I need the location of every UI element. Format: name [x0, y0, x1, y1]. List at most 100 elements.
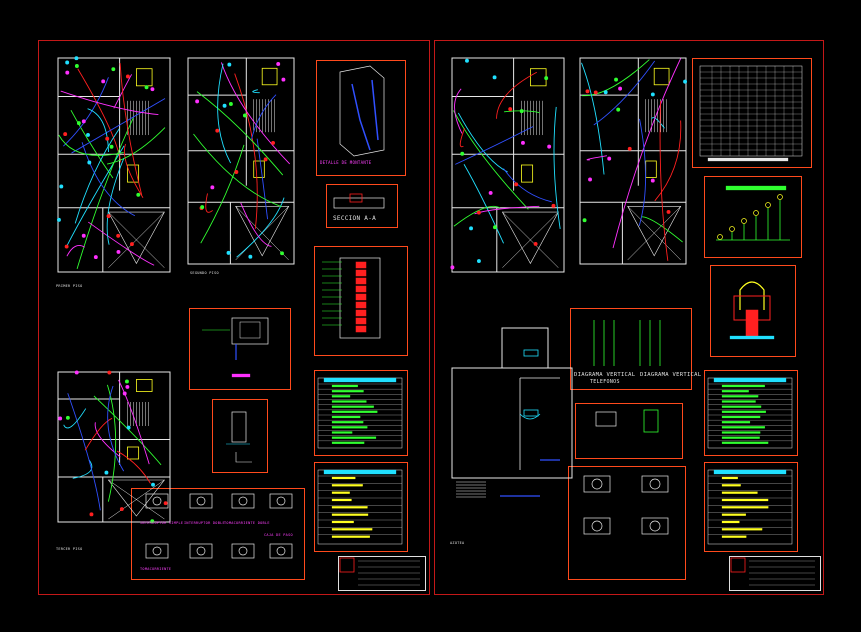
legend-table-2-cell — [721, 484, 741, 487]
plan-1-device — [86, 132, 90, 137]
plan-1-device — [56, 217, 61, 222]
plan-1-circuit — [123, 143, 144, 198]
pipe-stem — [745, 309, 759, 337]
outlet-label: TOMACORRIENTE DOBLE — [224, 521, 270, 525]
legend-table-cell — [331, 520, 354, 524]
plan-2-device — [222, 103, 227, 108]
device-symbol — [145, 543, 169, 559]
plan-1-device — [93, 255, 98, 260]
riser-block — [355, 285, 367, 293]
plan-2-device — [226, 250, 231, 255]
telephone-label: DIAGRAMA VERTICAL — [640, 372, 702, 378]
plan-3-door — [519, 413, 541, 420]
riser-block — [355, 261, 367, 269]
load-table-2-cell — [721, 441, 769, 444]
plan-6-device — [627, 146, 632, 151]
plan-1-circuit — [63, 77, 109, 147]
plan-4-device — [104, 470, 109, 475]
plan-1-device — [125, 74, 130, 79]
legend-table-cell — [331, 506, 368, 509]
plan-4-device — [65, 415, 70, 420]
load-table-2-cell — [721, 384, 765, 388]
legend-table-2-panel — [704, 462, 798, 552]
plan-1-circuit — [119, 63, 143, 196]
plan-6-table — [653, 67, 670, 86]
device-symbol-inner — [238, 496, 248, 506]
plan-1-void — [108, 211, 165, 268]
plan-4-device — [107, 370, 112, 375]
meter-label — [231, 373, 251, 378]
plan-1-circuit — [113, 74, 133, 109]
plan-4-device — [58, 416, 63, 421]
meter-inner — [239, 321, 261, 339]
plan-5-circuit — [454, 88, 463, 134]
plan-2-device — [271, 140, 276, 145]
load-table-cell — [331, 426, 368, 429]
device-symbol — [269, 543, 293, 559]
plan-5-furniture — [521, 164, 534, 183]
meter-box — [231, 317, 269, 345]
load-table-cell — [331, 405, 374, 408]
plan-4-outline — [57, 371, 171, 523]
section-shape — [333, 197, 385, 209]
riser-block — [355, 293, 367, 301]
plan-2-device — [276, 62, 281, 66]
plan-2-device — [228, 102, 233, 106]
load-table-2-cell — [721, 436, 760, 439]
plan-1-circuit — [66, 145, 125, 247]
plan-6-circuit — [581, 62, 605, 175]
plan-4-circuit — [94, 422, 121, 458]
device-symbol — [269, 493, 293, 509]
plan-6-device — [650, 92, 655, 97]
load-table-cell — [331, 431, 353, 434]
plan-4-circuit — [72, 459, 93, 479]
vertical-diagram-label: DIAGRAMA VERTICAL — [574, 372, 636, 378]
telephone-sub-label: TELEFONOS — [590, 379, 620, 385]
load-table-header — [323, 377, 397, 383]
riser-block — [355, 301, 367, 309]
plan-5-device — [460, 151, 465, 156]
plan-1-device — [59, 184, 64, 189]
phone-symbol — [583, 517, 611, 535]
device-symbol — [231, 543, 255, 559]
section-aa-panel — [326, 184, 398, 228]
plan-2-device — [210, 185, 215, 190]
plan-3-device — [523, 409, 539, 417]
plan-4-circuit — [63, 408, 87, 429]
plan-5-device — [492, 225, 497, 230]
plan-6-device — [588, 177, 592, 182]
plan-4-device — [126, 425, 131, 430]
plan-1-device — [150, 87, 155, 92]
meter-detail-panel — [189, 308, 291, 390]
title-logo — [339, 557, 355, 573]
plan-2-device — [200, 205, 205, 210]
phone-symbol-inner — [591, 478, 603, 490]
load-table-2-cell — [721, 415, 761, 419]
plan-5-void — [501, 211, 559, 265]
plan-2-device — [263, 157, 268, 162]
legend-table-cell — [331, 476, 356, 480]
plan-4-device — [119, 507, 124, 511]
device-symbol — [231, 493, 255, 509]
riser-block — [355, 309, 367, 317]
plan-2-circuit — [251, 94, 277, 140]
plan-1-circuit — [66, 245, 85, 257]
pipe-arc — [739, 281, 765, 310]
vdiag-node — [765, 202, 771, 208]
plan-1-device — [65, 70, 70, 75]
plan-2-circuit — [205, 193, 213, 213]
pipe-label — [729, 335, 775, 340]
load-table-2-cell — [721, 431, 761, 434]
plan-4-device — [122, 391, 127, 396]
phone-symbol — [641, 517, 669, 535]
plan-1-device — [74, 64, 79, 68]
switch-simple-label: INTERRUPTOR SIMPLE — [140, 521, 184, 525]
plan-5-device — [476, 210, 481, 215]
plan-6-circuit — [638, 118, 646, 226]
load-table-2-cell — [721, 395, 759, 398]
plan-1-circuit — [81, 142, 136, 217]
plan-1-device — [116, 249, 121, 254]
plan-6-device — [650, 178, 655, 183]
device-symbol-inner — [196, 546, 206, 556]
